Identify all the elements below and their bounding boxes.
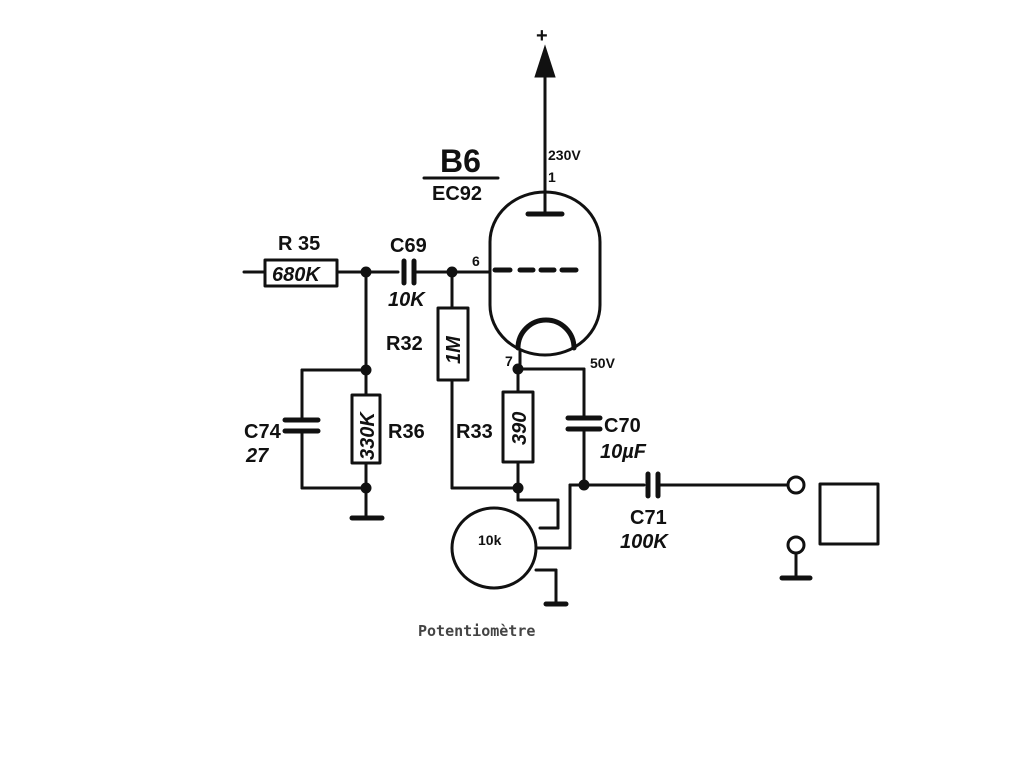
- c71-value: 100K: [620, 531, 669, 553]
- cathode-pin: 7: [505, 353, 513, 369]
- cathode-voltage: 50V: [590, 355, 616, 371]
- r33-label: R33: [456, 421, 493, 443]
- c70-value: 10µF: [600, 441, 647, 463]
- triangle-play-icon: [818, 482, 880, 546]
- r32-label: R32: [386, 333, 423, 355]
- c74-label: C74: [244, 421, 282, 443]
- cathode-network: 7 50V 390 R33 C70 10µF: [456, 353, 647, 494]
- c69-value: 10K: [388, 289, 426, 311]
- tube-name: B6: [440, 143, 481, 179]
- c69-label: C69: [390, 235, 427, 257]
- tube-envelope: [488, 190, 602, 357]
- potentiometer-caption: Potentiomètre: [418, 622, 535, 640]
- tube-cathode: [515, 317, 577, 351]
- r35-label: R 35: [278, 233, 320, 255]
- output-terminal-signal: [786, 475, 806, 495]
- r36-label: R36: [388, 421, 425, 443]
- input-network: 680K R 35 C69 10K 6: [242, 233, 492, 311]
- potentiometer-value: 10k: [478, 532, 502, 548]
- r32-value: 1M: [443, 335, 465, 364]
- output-network: C71 100K: [582, 471, 880, 581]
- potentiometer: 10k Potentiomètre: [418, 483, 586, 640]
- r32-branch: 1M R32: [386, 270, 520, 490]
- output-terminal-ground: [786, 535, 806, 555]
- supply-symbol: +: [536, 25, 548, 47]
- grid-pin: 6: [472, 253, 480, 269]
- supply-rail: + 230V 1: [534, 25, 581, 214]
- r36-value: 330K: [357, 411, 379, 460]
- supply-voltage: 230V: [548, 147, 581, 163]
- c71-label: C71: [630, 507, 667, 529]
- r33-value: 390: [509, 412, 531, 445]
- tube-b6: B6 EC92: [422, 143, 602, 372]
- potentiometer-knob: [450, 506, 538, 590]
- c70-label: C70: [604, 415, 641, 437]
- plate-pin: 1: [548, 169, 556, 185]
- r35-value: 680K: [272, 264, 321, 286]
- tube-type: EC92: [432, 183, 482, 205]
- r36-c74-branch: 330K R36 C74 27: [244, 270, 425, 521]
- c74-value: 27: [245, 445, 269, 467]
